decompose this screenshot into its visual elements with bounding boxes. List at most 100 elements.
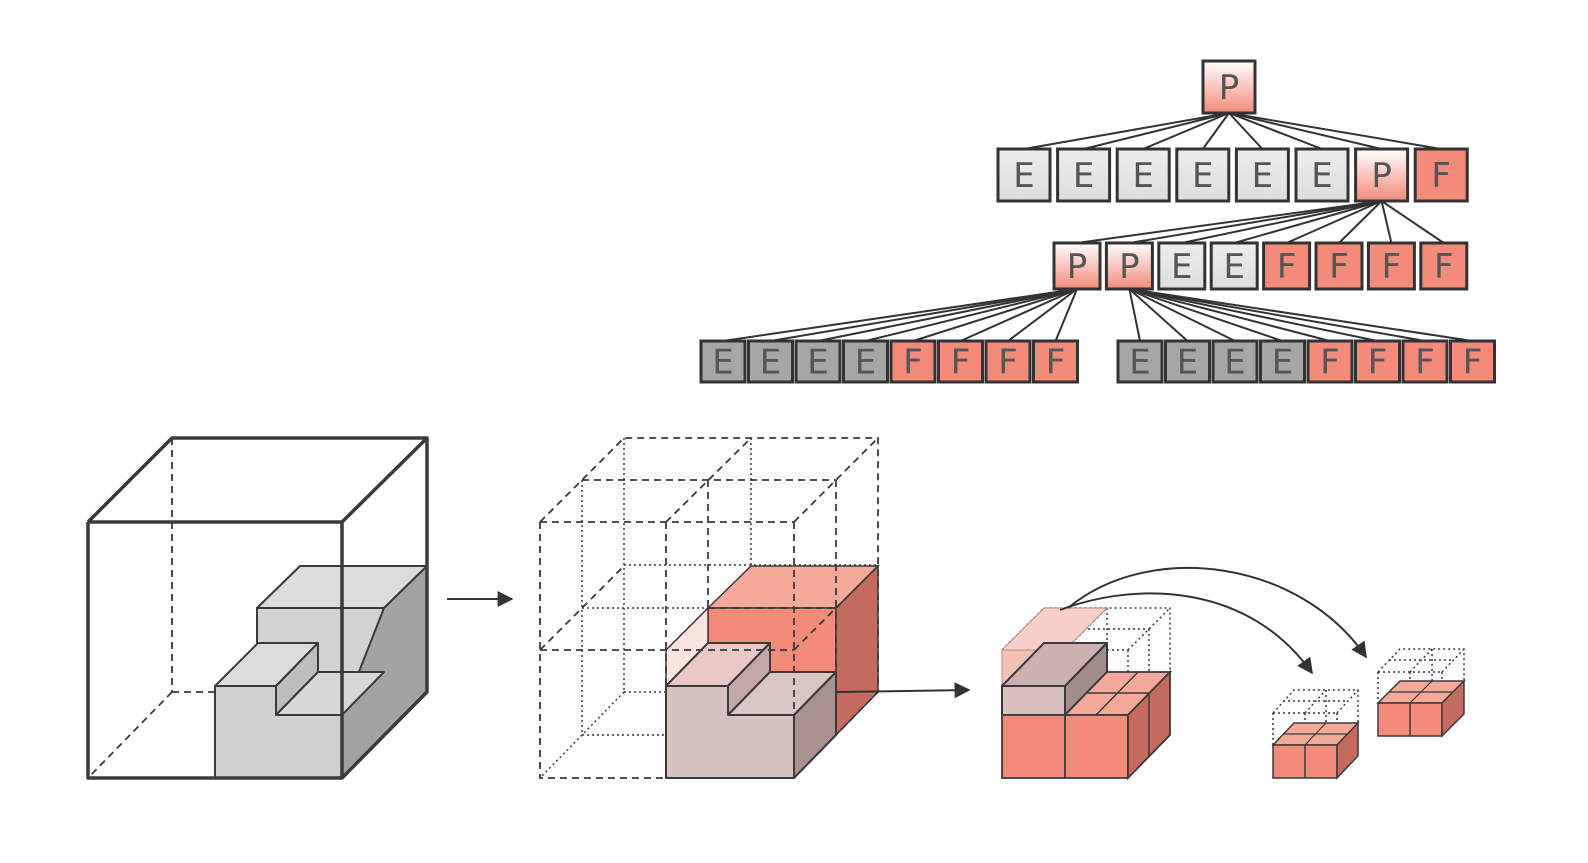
tree-node-f: F <box>1314 241 1364 291</box>
tree-node-label: P <box>1219 68 1240 108</box>
tree-node-label: E <box>1272 343 1293 383</box>
tree-node-label: F <box>903 343 923 383</box>
tree-node-box <box>1354 339 1401 384</box>
tree-node-e: E <box>747 339 794 384</box>
tree-node-label: F <box>1277 247 1297 287</box>
tree-node-label: E <box>1224 343 1245 383</box>
tree-node-box <box>937 339 984 384</box>
tree-edge <box>770 288 1078 342</box>
tree-node-e: E <box>1234 147 1290 203</box>
tree-node-e: E <box>1294 147 1350 203</box>
tree-edge <box>1129 288 1331 342</box>
tree-edge <box>1129 288 1283 342</box>
tree-node-label: F <box>951 343 971 383</box>
tree-node-f: F <box>937 339 984 384</box>
tree-edge <box>1142 112 1230 150</box>
tree-node-p: P <box>1201 59 1257 115</box>
tree-node-label: E <box>1129 343 1150 383</box>
tree-node-e: E <box>1164 339 1211 384</box>
tree-node-box <box>1419 241 1469 291</box>
tree-edge <box>1338 200 1383 244</box>
tree-node-box <box>842 339 889 384</box>
tree-edge <box>1228 112 1323 150</box>
partial-octant-shape <box>665 642 837 779</box>
tree-node-f: F <box>1419 241 1469 291</box>
tree-node-box <box>1306 339 1354 384</box>
tree-node-box <box>1449 339 1496 384</box>
tree-node-label: E <box>1073 156 1094 196</box>
tree-node-box <box>889 339 937 384</box>
tree-node-label: F <box>1320 343 1340 383</box>
tree-edge <box>1228 112 1442 150</box>
tree-node-box <box>1211 339 1259 384</box>
tree-node-f: F <box>1366 241 1416 291</box>
tree-node-label: F <box>1415 343 1435 383</box>
tree-edge <box>1128 288 1141 342</box>
tree-edge <box>1201 112 1230 150</box>
tree-node-label: F <box>1431 156 1451 196</box>
subdivided-cube-level1 <box>539 437 880 779</box>
tree-node-label: E <box>1132 156 1153 196</box>
tree-node-label: E <box>1177 343 1198 383</box>
tree-edge <box>1381 200 1445 244</box>
tree-edge <box>1054 288 1078 342</box>
tree-node-f: F <box>1032 339 1079 384</box>
tree-node-e: E <box>1056 147 1112 203</box>
tree-node-box <box>1401 339 1449 384</box>
tree-node-label: F <box>1382 247 1402 287</box>
tree-node-label: F <box>1463 343 1483 383</box>
tree-node-e: E <box>699 339 747 384</box>
tree-node-p: P <box>1354 147 1410 203</box>
tree-node-label: E <box>807 343 828 383</box>
tree-node-label: E <box>855 343 876 383</box>
tree-node-f: F <box>1413 147 1469 203</box>
tree-node-label: E <box>1311 156 1332 196</box>
tree-node-e: E <box>1157 241 1207 291</box>
root-cube <box>86 436 429 780</box>
tree-edge <box>1286 200 1383 244</box>
tree-node-box <box>1201 59 1257 115</box>
tree-node-e: E <box>1116 339 1164 384</box>
tree-node-e: E <box>1259 339 1306 384</box>
tree-node-label: E <box>760 343 781 383</box>
tree-node-f: F <box>1306 339 1354 384</box>
tree-node-box <box>1175 147 1231 203</box>
tree-node-p: P <box>1104 241 1154 291</box>
tree-node-box <box>1056 147 1112 203</box>
curved-arrow-icon <box>1059 592 1313 675</box>
tree-node-e: E <box>1175 147 1231 203</box>
tree-edge <box>1083 112 1230 150</box>
tree-edges <box>722 112 1473 342</box>
tree-edge <box>1129 200 1382 244</box>
tree-node-box <box>1294 147 1350 203</box>
tree-node-label: P <box>1371 156 1392 196</box>
tree-edge <box>1128 288 1236 342</box>
tree-node-box <box>1116 339 1164 384</box>
tree-node-e: E <box>842 339 889 384</box>
tree-edge <box>1007 288 1078 342</box>
tree-edge <box>1129 288 1473 342</box>
tree-node-f: F <box>889 339 937 384</box>
object-shape <box>214 565 428 779</box>
tree-node-label: E <box>1013 156 1034 196</box>
tree-node-box <box>794 339 842 384</box>
tree-node-box <box>747 339 794 384</box>
tree-edge <box>1181 200 1382 244</box>
tree-node-box <box>1032 339 1079 384</box>
tree-node-e: E <box>1211 339 1259 384</box>
tree-edge <box>817 288 1078 342</box>
tree-node-f: F <box>984 339 1032 384</box>
tree-node-box <box>1052 241 1102 291</box>
tree-node-box <box>1115 147 1171 203</box>
tree-node-box <box>996 147 1052 203</box>
tree-edge <box>1129 288 1426 342</box>
tree-node-box <box>1314 241 1364 291</box>
tree-node-box <box>1354 147 1410 203</box>
tree-node-label: F <box>1368 343 1388 383</box>
tree-node-label: F <box>998 343 1018 383</box>
tree-node-box <box>1413 147 1469 203</box>
tree-node-label: E <box>1252 156 1273 196</box>
tree-node-box <box>699 339 747 384</box>
